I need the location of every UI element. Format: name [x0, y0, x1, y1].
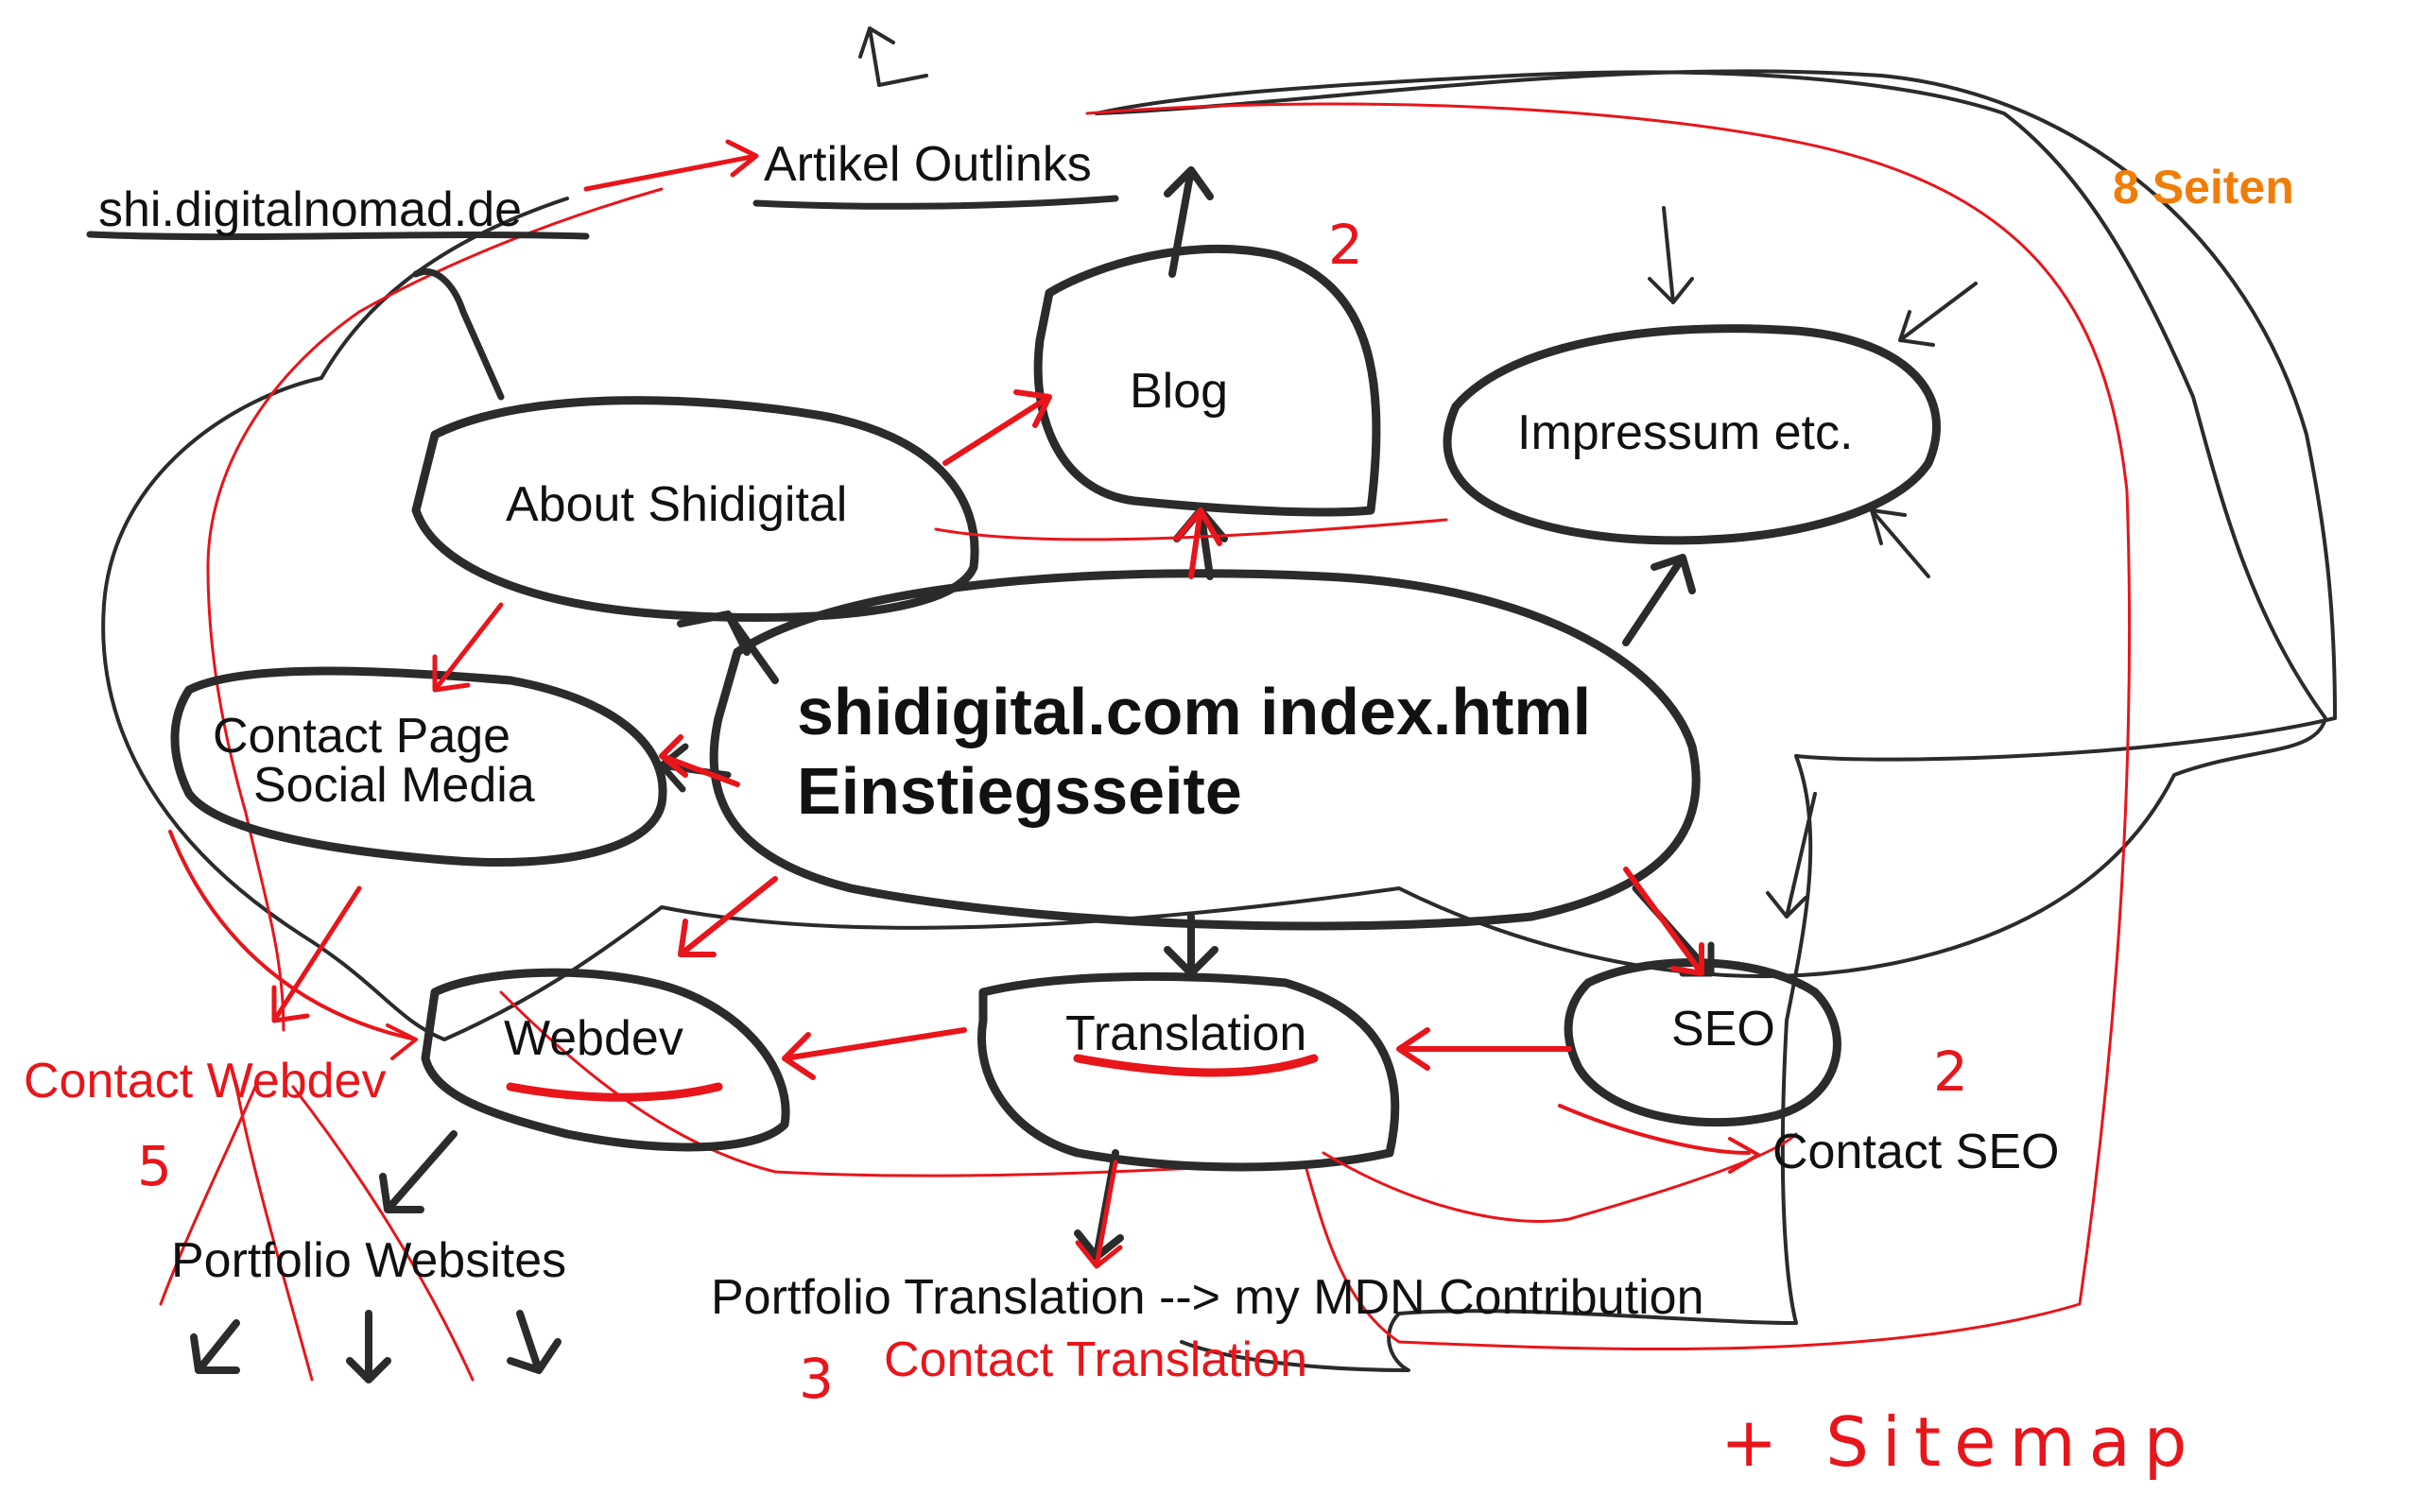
red-arrow-to-outlinks	[583, 139, 759, 192]
outer-loop-black-2	[1095, 69, 2337, 1372]
arrow-down-2	[346, 1310, 391, 1383]
impressum-node-shape[interactable]	[1443, 324, 1941, 545]
annotation-number-translation: 3	[799, 1347, 834, 1411]
subdomain-underline	[86, 231, 590, 241]
subdomain-connector	[412, 267, 505, 401]
about-node-shape[interactable]	[411, 396, 979, 622]
translation-node-shape[interactable]	[977, 971, 1400, 1172]
arrow-down-1	[190, 1319, 240, 1374]
red-arrow-index-blog	[1174, 507, 1222, 579]
blog-node-label[interactable]: Blog	[1130, 364, 1229, 419]
arrow-outlinks-top	[858, 26, 928, 87]
outer-loop-black	[101, 70, 2327, 1041]
blog-node-shape[interactable]	[1033, 245, 1381, 517]
red-underline-translation	[1073, 1054, 1319, 1077]
impressum-node-label[interactable]: Impressum etc.	[1517, 405, 1854, 460]
arrow-impressum-in-3	[1870, 508, 1930, 578]
arrow-seo-in	[1766, 792, 1817, 919]
portfolio-websites-label[interactable]: Portfolio Websites	[171, 1233, 567, 1288]
red-arrow-to-webdev	[678, 876, 778, 957]
red-arrow-about-contact	[432, 602, 504, 693]
annotation-number-webdev: 5	[137, 1134, 172, 1198]
contact-node-shape[interactable]	[170, 666, 667, 867]
arrow-index-to-translation	[1164, 913, 1219, 977]
contact-translation-label[interactable]: Contact Translation	[884, 1332, 1308, 1387]
red-arrow-to-contact-webdev	[271, 885, 362, 1023]
red-arrow-translation-contact	[1075, 1160, 1123, 1269]
contact-seo-label[interactable]: Contact SEO	[1772, 1125, 2060, 1179]
arrow-down-3	[507, 1310, 562, 1374]
contact-node-label-2[interactable]: Social Media	[253, 758, 535, 813]
red-arrow-to-seo	[1623, 867, 1704, 976]
about-node-label[interactable]: About Shidigital	[506, 477, 848, 532]
subdomain-label[interactable]: shi.digitalnomad.de	[98, 182, 523, 237]
contact-webdev-label[interactable]: Contact Webdev	[24, 1054, 387, 1108]
red-arrow-to-contact	[659, 734, 740, 787]
arrow-index-to-about	[677, 610, 779, 684]
index-node-label-2[interactable]: Einstiegsseite	[797, 754, 1242, 828]
red-arrow-to-blog	[942, 389, 1052, 466]
seo-node-label[interactable]: SEO	[1671, 1002, 1775, 1057]
red-underline-webdev	[506, 1082, 723, 1102]
arrow-impressum-in-1	[1648, 206, 1694, 304]
red-arrow-webdev-in	[168, 830, 418, 1060]
portfolio-translation-label[interactable]: Portfolio Translation --> my MDN Contrib…	[711, 1270, 1704, 1325]
left-loop-red[interactable]	[206, 187, 664, 1032]
annotation-sitemap: + Sitemap	[1720, 1402, 2201, 1482]
red-webdev-hatch	[159, 1085, 475, 1382]
annotation-number-seo: 2	[1933, 1040, 1968, 1104]
red-blog-link	[934, 518, 1448, 541]
webdev-node-label[interactable]: Webdev	[504, 1011, 683, 1066]
arrow-index-to-impressum	[1622, 554, 1696, 646]
index-node-label-1[interactable]: shidigital.com index.html	[797, 675, 1592, 748]
seo-node-shape[interactable]	[1564, 958, 1841, 1127]
arrow-webdev-to-portfolio	[379, 1130, 458, 1213]
red-arrow-webdev-translation	[782, 1027, 967, 1080]
arrow-impressum-in-2	[1898, 282, 1978, 347]
red-arrow-translation-seo	[1396, 1027, 1572, 1071]
outlinks-underline	[752, 195, 1119, 210]
outlinks-label[interactable]: Artikel Outlinks	[764, 137, 1092, 192]
index-node-shape[interactable]	[709, 569, 1701, 931]
annotation-number-blog: 2	[1328, 213, 1363, 277]
page-count-label: 8 Seiten	[2113, 161, 2294, 214]
arrow-blog-to-outlinks	[1164, 166, 1214, 278]
translation-node-label[interactable]: Translation	[1065, 1006, 1307, 1061]
webdev-node-shape[interactable]	[421, 968, 790, 1152]
outer-loop-red[interactable]	[499, 102, 2132, 1351]
red-translation-contact-loop	[1322, 1132, 1798, 1223]
contact-node-label-1[interactable]: Contact Page	[213, 709, 511, 764]
